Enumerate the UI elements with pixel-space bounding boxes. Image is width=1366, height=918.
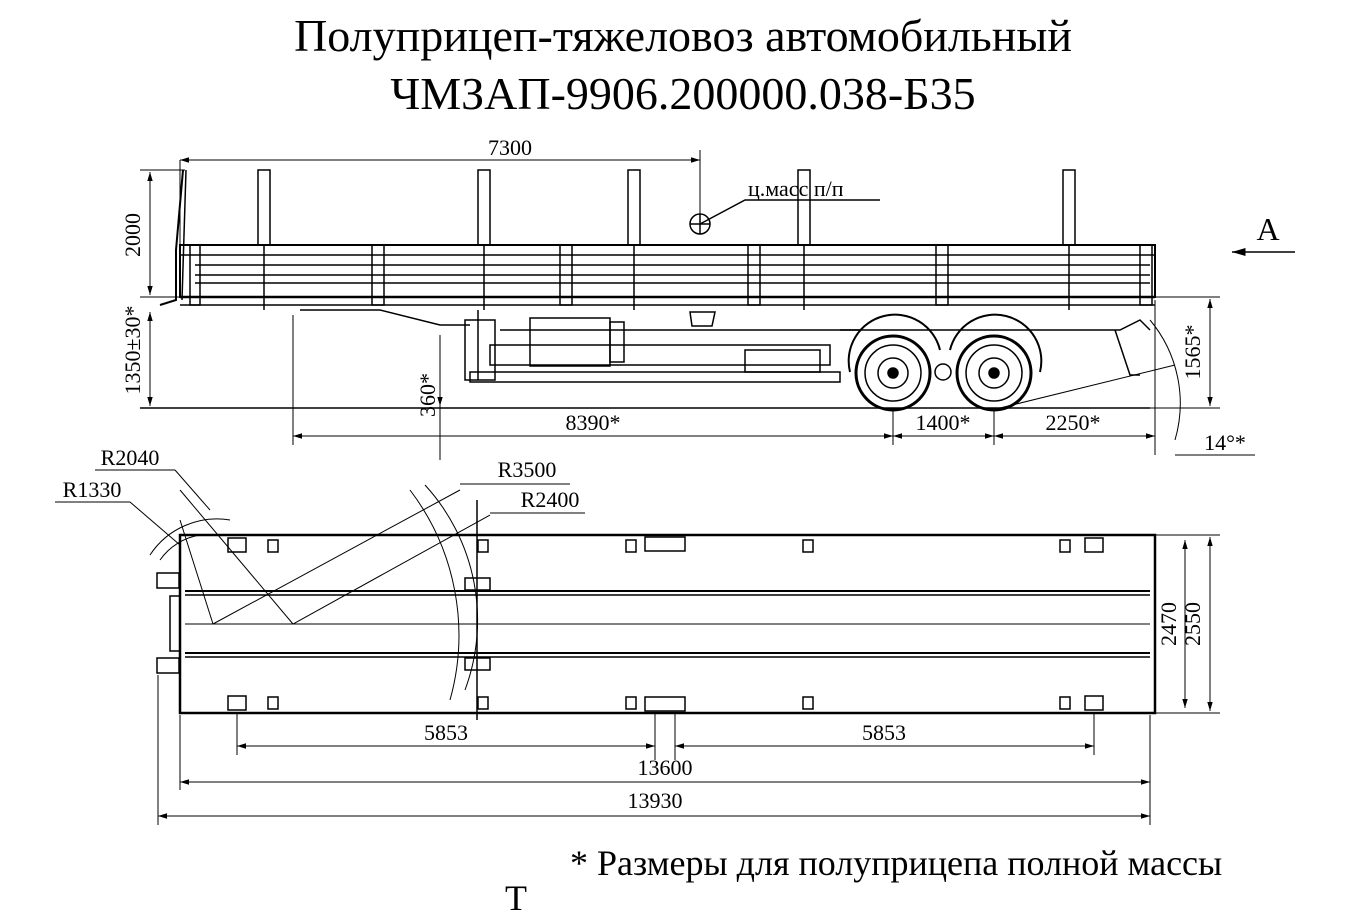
cut-off-text: Т bbox=[505, 878, 527, 918]
side-platform bbox=[179, 244, 1156, 306]
dim-1400: 1400* bbox=[916, 410, 971, 435]
dim-2550: 2550 bbox=[1180, 602, 1205, 646]
dim-360: 360* bbox=[415, 373, 440, 417]
dim-5853-right: 5853 bbox=[862, 720, 906, 745]
radius-r1330: R1330 bbox=[63, 477, 122, 502]
dim-angle: 14°* bbox=[1204, 430, 1246, 455]
dim-1350: 1350±30* bbox=[120, 305, 145, 394]
dim-13600: 13600 bbox=[638, 755, 693, 780]
side-chassis bbox=[300, 309, 1151, 383]
top-stake-pockets bbox=[227, 536, 1104, 712]
radius-r2400: R2400 bbox=[521, 487, 580, 512]
dim-13930: 13930 bbox=[628, 788, 683, 813]
dim-8390: 8390* bbox=[566, 410, 621, 435]
dim-2470: 2470 bbox=[1156, 602, 1181, 646]
drawing-title-line-1: Полуприцеп-тяжеловоз автомобильный bbox=[294, 10, 1072, 61]
dim-7300: 7300 bbox=[488, 135, 532, 160]
side-stakes bbox=[257, 169, 1076, 310]
side-view bbox=[140, 150, 1295, 460]
turning-radii bbox=[55, 469, 585, 701]
dim-2000: 2000 bbox=[120, 213, 145, 257]
dim-2250: 2250* bbox=[1046, 410, 1101, 435]
center-of-mass-label: ц.масс п/п bbox=[748, 176, 844, 201]
drawing-title-line-2: ЧМЗАП-9906.200000.038-Б35 bbox=[390, 68, 976, 119]
dim-5853-left: 5853 bbox=[424, 720, 468, 745]
footnote: * Размеры для полуприцепа полной массы bbox=[570, 843, 1223, 883]
side-wheels bbox=[847, 313, 1043, 412]
radius-r2040: R2040 bbox=[101, 445, 160, 470]
top-view bbox=[55, 469, 1220, 825]
view-arrow-label: А bbox=[1256, 211, 1279, 247]
dim-1565: 1565* bbox=[1180, 325, 1205, 380]
radius-r3500: R3500 bbox=[498, 457, 557, 482]
center-of-mass-marker bbox=[689, 199, 880, 235]
